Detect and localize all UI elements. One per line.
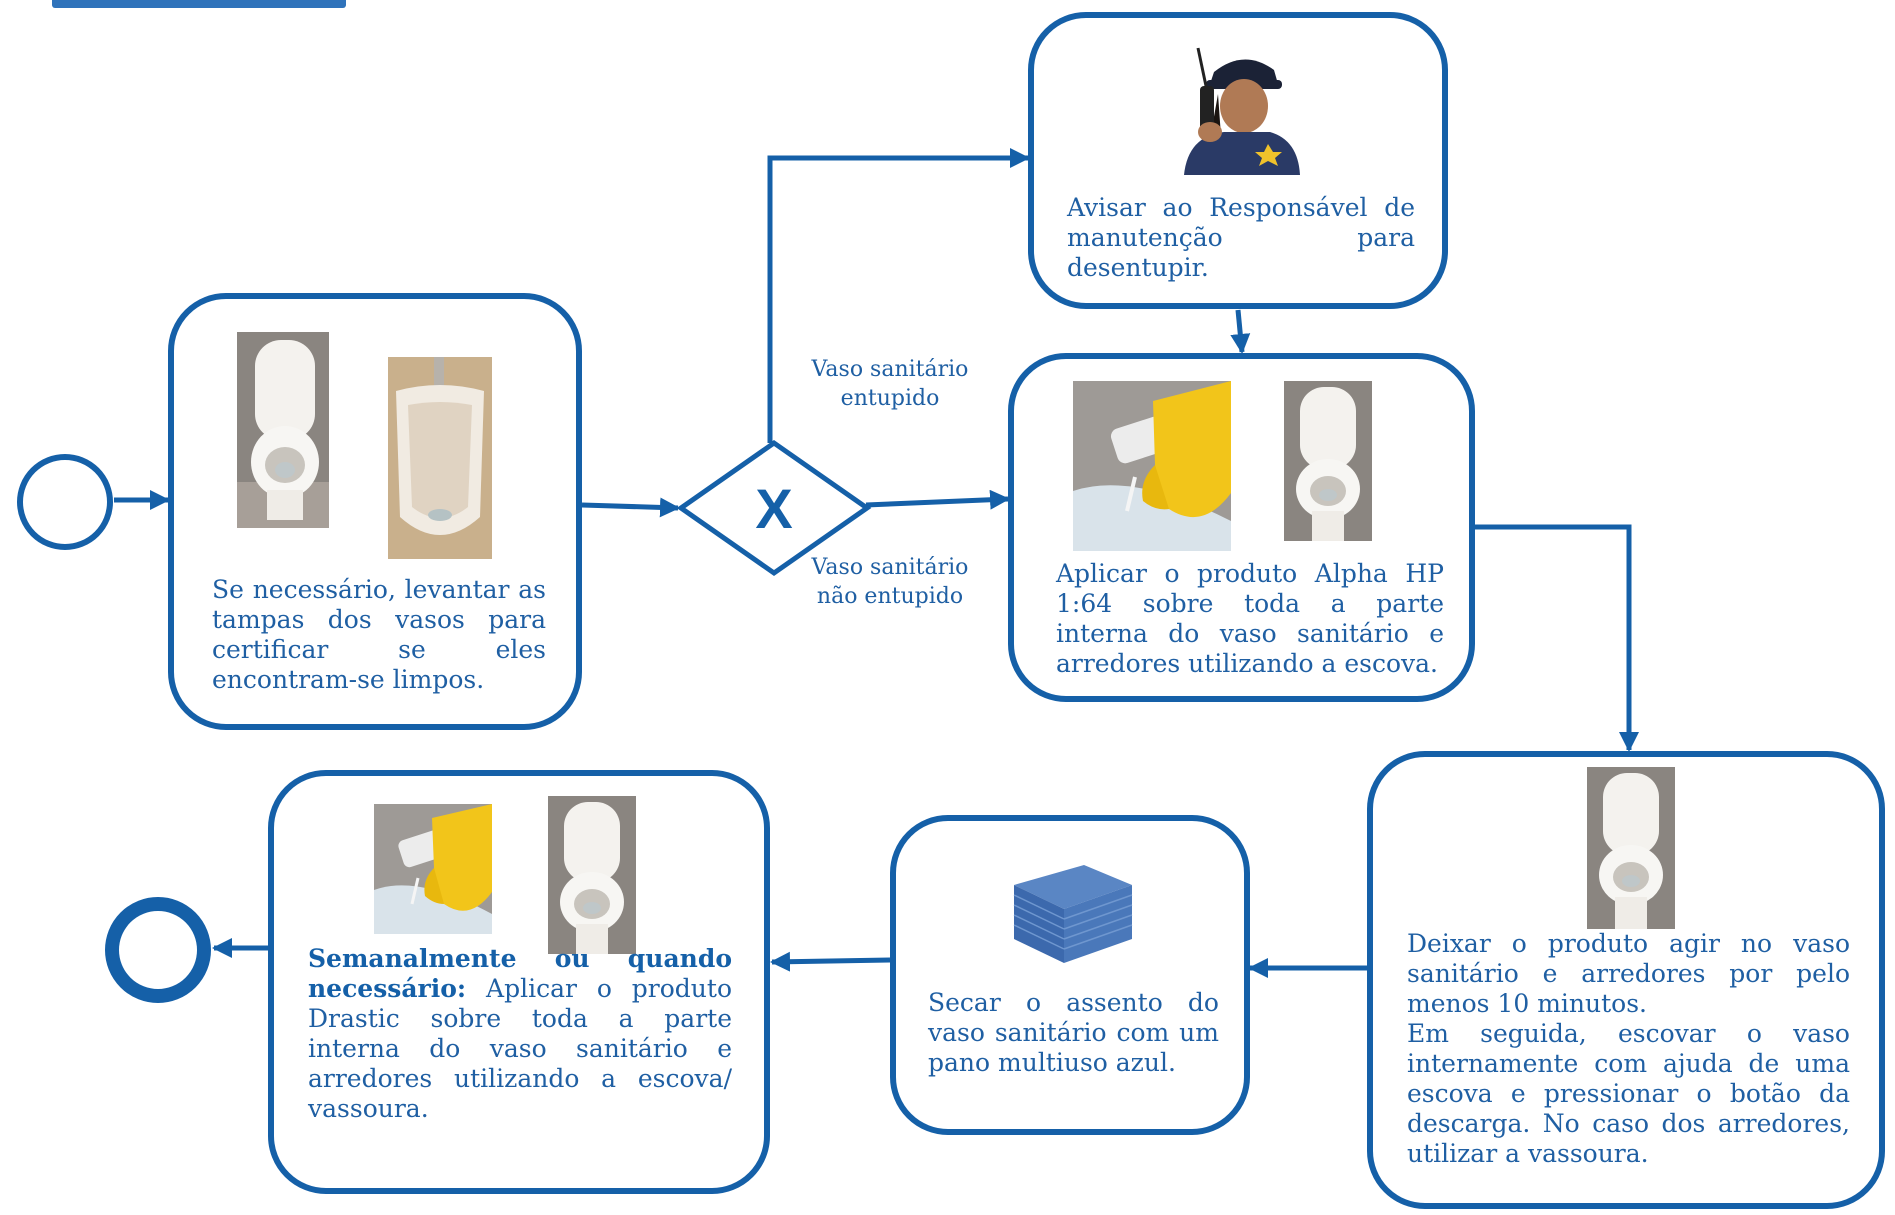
toilet-photo-icon [237,332,329,528]
edge-label-not-clogged: Vaso sanitário não entupido [811,555,969,609]
end-event[interactable] [98,890,218,1010]
worker-radio-photo-icon [1170,40,1310,175]
task-weekly-drastic-bold: Semanalmente ou quando necessário: [308,944,732,1003]
task-notify-maintenance-text: Avisar ao Responsável de manutenção para… [1067,193,1415,282]
edge-dry-to-weekly [770,951,891,972]
task-notify-maintenance[interactable]: Avisar ao Responsável de manutenção para… [1028,12,1448,309]
urinal-photo-icon [388,357,492,559]
task-dry-seat[interactable]: Secar o assento do vaso sanitário com um… [890,815,1250,1135]
edge-gateway-to-notify [767,148,1030,443]
start-event[interactable] [10,447,120,557]
edge-notify-to-alpha [1230,309,1251,354]
edge-check-to-gateway [581,497,680,518]
task-apply-alpha[interactable]: Aplicar o produto Alpha HP 1:64 sobre to… [1008,353,1475,702]
edge-gateway-to-alpha [865,489,1010,510]
task-dry-seat-text: Secar o assento do vaso sanitário com um… [928,988,1219,1077]
task-weekly-drastic[interactable]: Semanalmente ou quando necessário: Aplic… [268,770,770,1194]
blue-cloth-stack-photo-icon [1008,859,1136,969]
toilet-photo-icon [1587,767,1675,929]
toilet-photo-icon [1284,381,1372,541]
edge-label-clogged: Vaso sanitário entupido [811,357,969,411]
top-decorative-bar [52,0,346,8]
task-weekly-drastic-body: Aplicar o produto Drastic sobre toda a p… [308,974,733,1123]
task-check-lids-text: Se necessário, levantar as tampas dos va… [212,575,546,694]
edge-alpha-to-letact [1473,524,1639,752]
gloved-hand-cleaning-photo-icon [1073,381,1231,551]
toilet-photo-icon [548,796,636,954]
task-let-act-text-1: Deixar o produto agir no vaso sanitário … [1407,929,1850,1018]
task-let-act[interactable]: Deixar o produto agir no vaso sanitário … [1367,751,1885,1209]
task-weekly-drastic-text: Semanalmente ou quando necessário: Aplic… [308,944,732,1124]
task-apply-alpha-text: Aplicar o produto Alpha HP 1:64 sobre to… [1056,559,1444,678]
gateway-symbol: X [755,477,792,540]
task-let-act-text-2: Em seguida, escovar o vaso internamente … [1407,1019,1850,1168]
task-check-lids[interactable]: Se necessário, levantar as tampas dos va… [168,293,582,730]
exclusive-gateway[interactable]: X [674,438,874,578]
gloved-hand-cleaning-photo-icon [374,804,492,934]
